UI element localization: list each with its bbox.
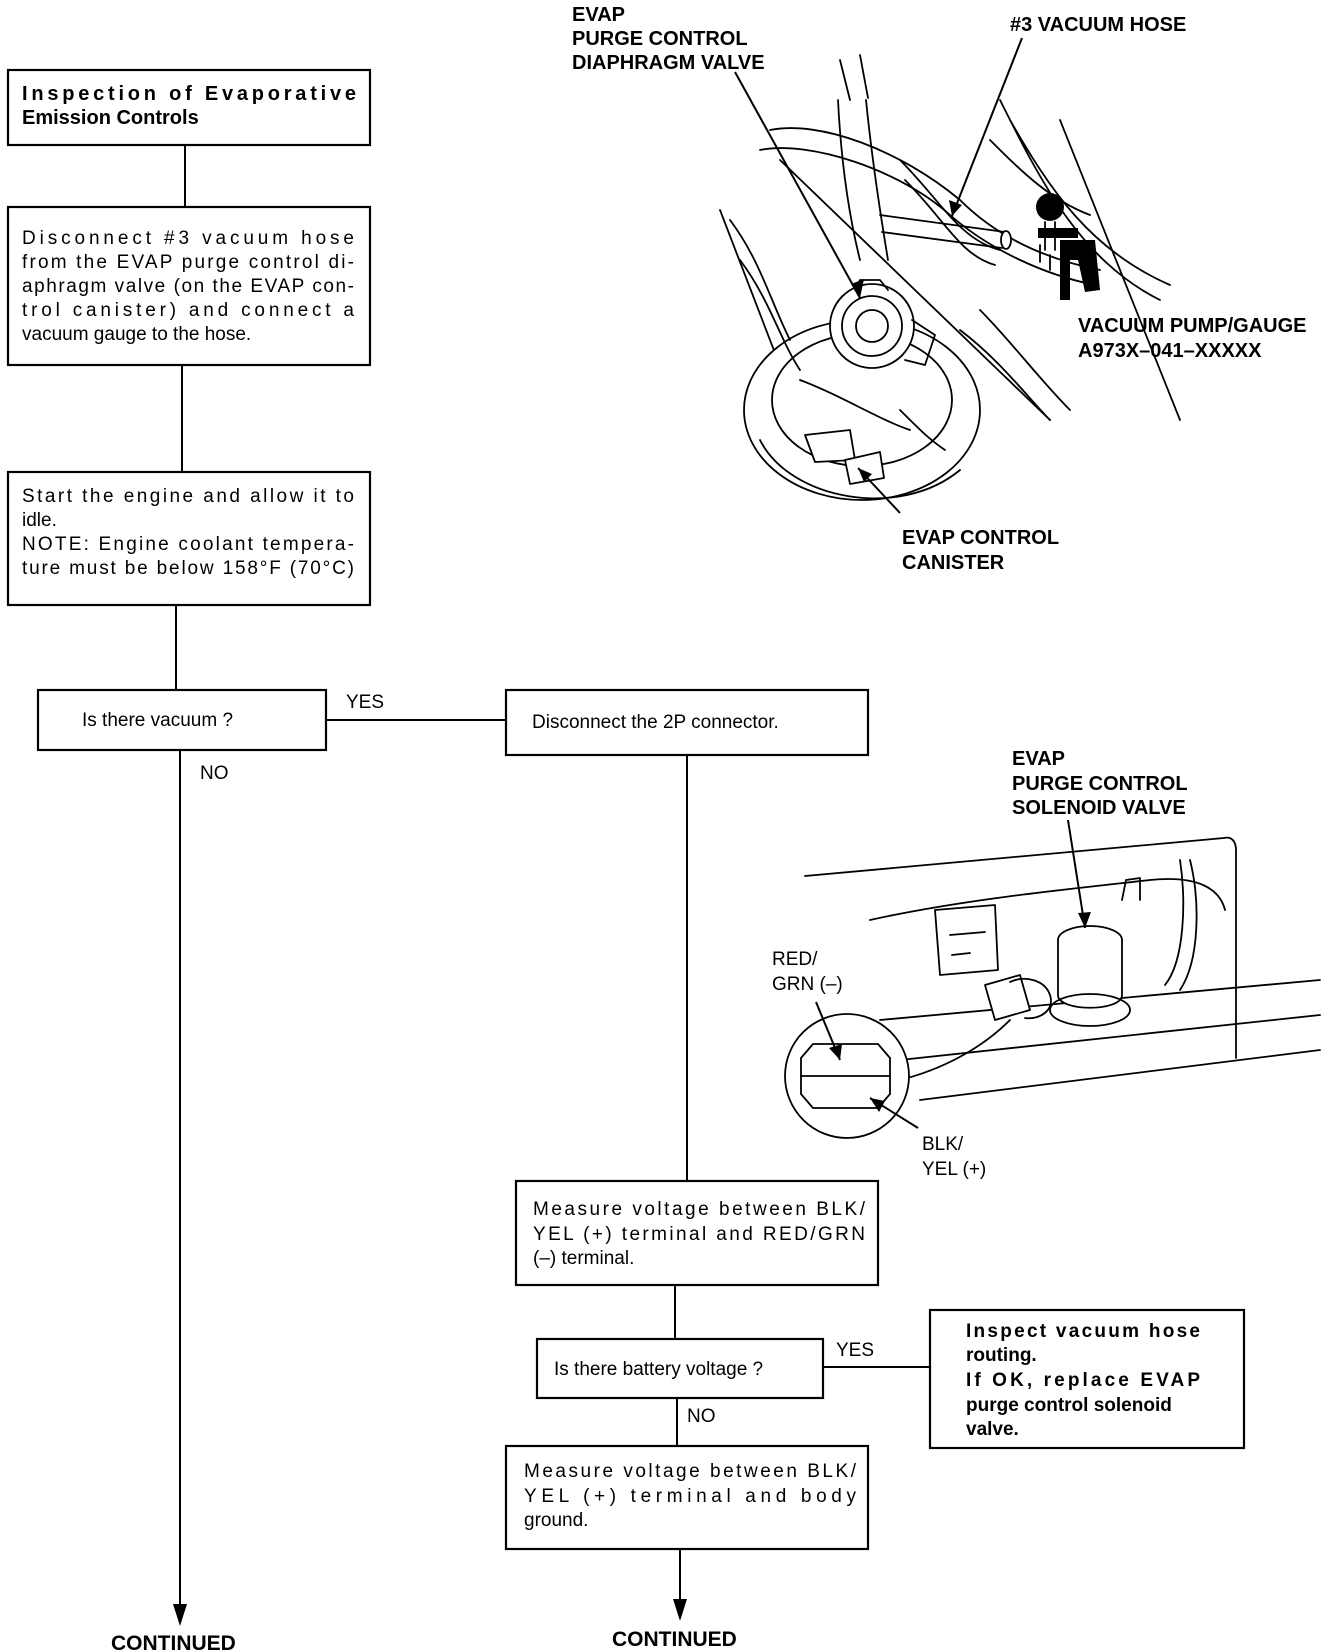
label-pump-line-2: A973X–041–XXXXX — [1078, 340, 1262, 362]
vacuum-pump-icon — [1060, 240, 1100, 300]
disconnect-line-4: trol canister) and connect a — [22, 300, 354, 321]
disconnect-line-5: vacuum gauge to the hose. — [22, 324, 251, 345]
measure-line-1: Measure voltage between BLK/ — [533, 1199, 866, 1220]
label-canister-line-2: CANISTER — [902, 552, 1005, 574]
yes-label-battery: YES — [836, 1340, 874, 1361]
decision-vacuum-text: Is there vacuum ? — [82, 710, 233, 731]
disconnect-line-3: aphragm valve (on the EVAP con- — [22, 276, 354, 297]
arrow-continued-right — [673, 1599, 687, 1621]
inspect-line-5: valve. — [966, 1419, 1019, 1440]
no-label-vacuum: NO — [200, 763, 229, 784]
vacuum-gauge-icon — [1036, 193, 1064, 221]
box-disconnect-2p: Disconnect the 2P connector. — [504, 688, 870, 757]
body-ground-line-2: YEL (+) terminal and body — [524, 1486, 857, 1507]
body-ground-line-1: Measure voltage between BLK/ — [524, 1461, 857, 1482]
inspect-line-1: Inspect vacuum hose — [966, 1321, 1200, 1342]
label-blk-yel-line-1: BLK/ — [922, 1134, 964, 1155]
disconnect-line-2: from the EVAP purge control di- — [22, 252, 354, 273]
label-valve-line-3: DIAPHRAGM VALVE — [572, 52, 765, 74]
label-pump-line-1: VACUUM PUMP/GAUGE — [1078, 315, 1307, 337]
label-canister-line-1: EVAP CONTROL — [902, 527, 1059, 549]
inspect-line-4: purge control solenoid — [966, 1395, 1172, 1416]
inspect-line-3: If OK, replace EVAP — [966, 1370, 1200, 1391]
continued-left-label: CONTINUED — [111, 1632, 236, 1652]
disconnect-2p-text: Disconnect the 2P connector. — [532, 712, 779, 733]
start-line-2: idle. — [22, 510, 57, 531]
label-solenoid-line-2: PURGE CONTROL — [1012, 773, 1188, 795]
box-inspection-title: Inspection of Evaporative Emission Contr… — [6, 68, 372, 147]
start-line-1: Start the engine and allow it to — [22, 486, 354, 507]
box-inspect-routing: Inspect vacuum hose routing. If OK, repl… — [928, 1308, 1246, 1450]
title-line-1: Inspection of Evaporative — [22, 83, 356, 105]
measure-line-2: YEL (+) terminal and RED/GRN — [533, 1224, 865, 1245]
yes-label-vacuum: YES — [346, 692, 384, 713]
box-disconnect-hose: Disconnect #3 vacuum hose from the EVAP … — [6, 205, 372, 367]
decision-battery-text: Is there battery voltage ? — [554, 1359, 763, 1380]
label-red-grn-line-2: GRN (–) — [772, 974, 843, 995]
label-valve-line-1: EVAP — [572, 4, 625, 26]
decision-vacuum: Is there vacuum ? — [36, 688, 328, 752]
label-solenoid-line-1: EVAP — [1012, 748, 1065, 770]
label-solenoid-line-3: SOLENOID VALVE — [1012, 797, 1186, 819]
inspect-line-2: routing. — [966, 1345, 1037, 1366]
solenoid-illustration — [784, 836, 1321, 1139]
continued-right-label: CONTINUED — [612, 1628, 737, 1651]
label-valve-line-2: PURGE CONTROL — [572, 28, 748, 50]
box-measure-voltage: Measure voltage between BLK/ YEL (+) ter… — [514, 1179, 880, 1287]
label-vacuum-hose: #3 VACUUM HOSE — [1010, 14, 1186, 36]
title-line-2: Emission Controls — [22, 107, 199, 129]
arrow-continued-left — [173, 1604, 187, 1626]
start-line-4: ture must be below 158°F (70°C) — [22, 558, 354, 579]
box-start-engine: Start the engine and allow it to idle. N… — [6, 470, 372, 607]
box-measure-body-ground: Measure voltage between BLK/ YEL (+) ter… — [504, 1444, 870, 1551]
decision-battery-voltage: Is there battery voltage ? — [535, 1337, 825, 1400]
label-red-grn-line-1: RED/ — [772, 949, 818, 970]
label-blk-yel-line-2: YEL (+) — [922, 1159, 986, 1180]
body-ground-line-3: ground. — [524, 1510, 588, 1531]
no-label-battery: NO — [687, 1406, 716, 1427]
measure-line-3: (–) terminal. — [533, 1248, 634, 1269]
canister-illustration — [719, 54, 1181, 501]
